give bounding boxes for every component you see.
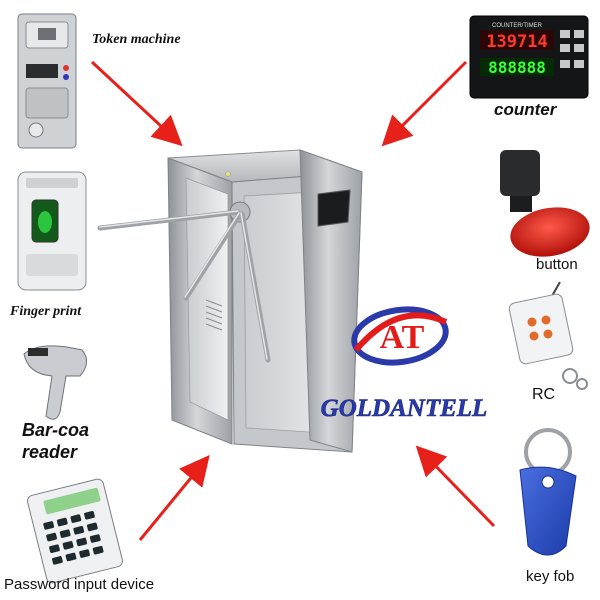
connection-arrows bbox=[90, 60, 496, 541]
counter-bottom-readout: 888888 bbox=[488, 58, 546, 77]
label-rc: RC bbox=[532, 386, 556, 403]
counter-title-text: COUNTER/TIMER bbox=[492, 23, 543, 29]
label-key-fob: key fob bbox=[526, 568, 575, 585]
remote-control-icon bbox=[508, 281, 588, 390]
label-button: button bbox=[536, 256, 578, 273]
label-counter: counter bbox=[494, 100, 557, 119]
password-keypad-icon bbox=[27, 478, 123, 584]
arrow-key-fob bbox=[415, 445, 496, 528]
logo-brand-text: GOLDANTELL bbox=[321, 395, 488, 422]
fingerprint-reader-icon bbox=[17, 171, 87, 291]
key-fob-icon bbox=[519, 428, 577, 556]
card-reader-window bbox=[317, 189, 351, 227]
tripod-arms bbox=[97, 209, 271, 363]
label-finger-print: Finger print bbox=[10, 304, 82, 319]
label-barcode-line1: Bar-coa bbox=[22, 420, 90, 440]
counter-timer-icon bbox=[469, 15, 589, 99]
token-machine-icon bbox=[17, 13, 77, 149]
vent-slots-icon bbox=[205, 299, 223, 331]
counter-top-readout: 139714 bbox=[486, 32, 547, 52]
logo-mark-text: AT bbox=[380, 319, 425, 356]
arrow-password bbox=[138, 455, 210, 541]
tripod-turnstile bbox=[97, 149, 363, 453]
barcode-scanner-icon bbox=[23, 345, 87, 420]
label-barcode-line2: reader bbox=[22, 442, 78, 462]
label-password-input-device: Password input device bbox=[4, 576, 155, 593]
arrow-token-machine bbox=[90, 60, 183, 147]
label-token-machine: Token machine bbox=[92, 32, 181, 47]
goldantell-logo bbox=[351, 306, 449, 366]
arrow-counter bbox=[381, 60, 468, 147]
emergency-button-icon bbox=[500, 150, 590, 257]
